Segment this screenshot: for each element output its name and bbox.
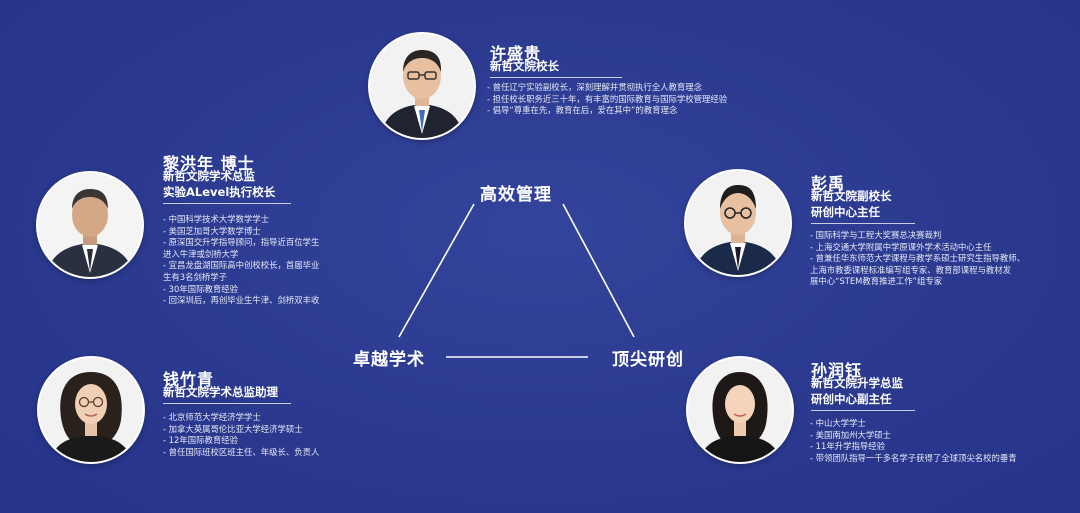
person-titles: 新哲文院升学总监 研创中心副主任 bbox=[811, 375, 915, 411]
avatar-admissions-director bbox=[686, 356, 794, 464]
title-underline bbox=[490, 77, 622, 78]
bullet-item: - 北京师范大学经济学学士 bbox=[163, 412, 261, 422]
person-title: 研创中心副主任 bbox=[811, 392, 892, 406]
person-name: 黎洪年 博士 bbox=[163, 154, 255, 173]
person-bullets: - 中山大学学士 - 美国南加州大学硕士 - 11年升学指导经验 - 带领团队指… bbox=[810, 418, 1017, 464]
portrait-man-suit-icon bbox=[38, 173, 142, 277]
person-title: 实验ALevel执行校长 bbox=[163, 185, 276, 199]
bullet-item: - 加拿大英属哥伦比亚大学经济学硕士 bbox=[163, 423, 303, 434]
bullet-item: - 美国南加州大学硕士 bbox=[810, 429, 892, 440]
bullet-item: - 曾任国际班校区班主任、年级长、负责人 bbox=[163, 446, 320, 457]
person-name: 孙润钰 bbox=[811, 361, 863, 380]
triangle-edge-right bbox=[562, 203, 635, 338]
pillar-top-research: 顶尖研创 bbox=[612, 350, 684, 370]
bullet-item: 上海市教委课程标准编写组专家、教育部课程与教材发 bbox=[810, 264, 1011, 275]
person-name: 钱竹青 bbox=[163, 370, 215, 389]
bullet-item: - 上海交通大学附属中学原课外学术活动中心主任 bbox=[810, 241, 992, 252]
person-bullets: - 北京师范大学经济学学士 - 加拿大英属哥伦比亚大学经济学硕士 - 12年国际… bbox=[163, 412, 319, 458]
person-title: 新哲文院学术总监 bbox=[163, 169, 255, 183]
bullet-item: 生有3名剑桥学子 bbox=[163, 271, 227, 282]
person-titles: 新哲文院副校长 研创中心主任 bbox=[811, 188, 915, 224]
bullet-item: 展中心“STEM教育推进工作”组专家 bbox=[810, 276, 943, 287]
bullet-item: - 美国芝加哥大学数学博士 bbox=[163, 225, 261, 236]
bullet-item: - 12年国际教育经验 bbox=[163, 435, 238, 446]
bullet-item: - 回深圳后，再创毕业生牛津、剑桥双丰收 bbox=[163, 295, 320, 306]
portrait-young-man-glasses-icon bbox=[686, 171, 790, 275]
person-name: 彭禹 bbox=[811, 174, 846, 193]
portrait-woman-icon bbox=[688, 358, 792, 462]
portrait-woman-glasses-icon bbox=[39, 358, 143, 462]
person-titles: 新哲文院校长 bbox=[490, 58, 622, 78]
person-title: 新哲文院学术总监助理 bbox=[163, 385, 278, 399]
avatar-vice-principal bbox=[684, 169, 792, 277]
bullet-item: - 担任校长职务近三十年，有丰富的国际教育与国际学校管理经验 bbox=[487, 93, 728, 104]
bullet-item: - 带领团队指导一千多名学子获得了全球顶尖名校的垂青 bbox=[810, 452, 1017, 463]
bullet-item: - 11年升学指导经验 bbox=[810, 441, 885, 452]
person-bullets: - 中国科学技术大学数学学士 - 美国芝加哥大学数学博士 - 原深国交升学指导顾… bbox=[163, 214, 319, 307]
portrait-man-glasses-icon bbox=[370, 34, 474, 138]
person-bullets: - 曾任辽宁实验副校长，深刻理解并贯彻执行全人教育理念 - 担任校长职务近三十年… bbox=[487, 82, 727, 117]
bullet-item: - 国际科学与工程大奖赛总决赛裁判 bbox=[810, 230, 942, 240]
pillar-academic-excellence: 卓越学术 bbox=[353, 350, 425, 370]
person-bullets: - 国际科学与工程大奖赛总决赛裁判 - 上海交通大学附属中学原课外学术活动中心主… bbox=[810, 230, 1025, 288]
title-underline bbox=[811, 223, 915, 224]
title-underline bbox=[811, 410, 915, 411]
bullet-item: - 曾任辽宁实验副校长，深刻理解并贯彻执行全人教育理念 bbox=[487, 82, 703, 92]
person-titles: 新哲文院学术总监 实验ALevel执行校长 bbox=[163, 168, 291, 204]
bullet-item: - 中国科学技术大学数学学士 bbox=[163, 214, 270, 224]
triangle-edge-left bbox=[398, 203, 475, 338]
bullet-item: - 原深国交升学指导顾问，指导近百位学生 bbox=[163, 237, 320, 248]
pillar-efficient-management: 高效管理 bbox=[480, 185, 552, 205]
bullet-item: - 中山大学学士 bbox=[810, 418, 866, 428]
person-titles: 新哲文院学术总监助理 bbox=[163, 384, 291, 404]
avatar-academic-director bbox=[36, 171, 144, 279]
title-underline bbox=[163, 403, 291, 404]
person-title: 新哲文院校长 bbox=[490, 59, 559, 73]
person-title: 研创中心主任 bbox=[811, 205, 880, 219]
title-underline bbox=[163, 203, 291, 204]
bullet-item: - 宜昌龙盘湖国际高中创校校长，首届毕业 bbox=[163, 260, 320, 271]
bullet-item: 进入牛津或剑桥大学 bbox=[163, 248, 239, 259]
avatar-principal bbox=[368, 32, 476, 140]
avatar-academic-assistant bbox=[37, 356, 145, 464]
bullet-item: - 30年国际教育经验 bbox=[163, 283, 238, 294]
person-title: 新哲文院升学总监 bbox=[811, 376, 903, 390]
bullet-item: - 曾兼任华东师范大学课程与教学系硕士研究生指导教师、 bbox=[810, 253, 1026, 264]
person-title: 新哲文院副校长 bbox=[811, 189, 892, 203]
person-name: 许盛贵 bbox=[490, 44, 542, 63]
bullet-item: - 倡导“尊重在先，教育在后，爱在其中”的教育理念 bbox=[487, 105, 678, 116]
